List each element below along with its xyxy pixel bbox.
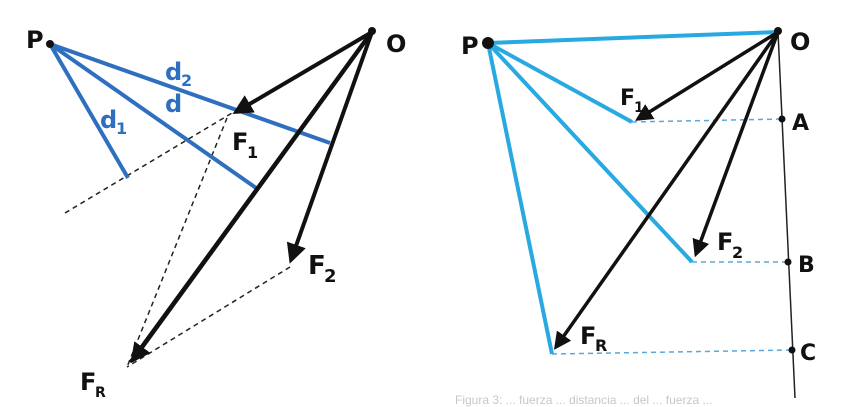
right-point-c-dot: [788, 346, 796, 354]
right-point-o-dot: [774, 27, 782, 35]
right-line-p-to-f2-tip: [486, 41, 694, 264]
right-label-f2: F: [717, 228, 733, 256]
left-label-f2-sub: 2: [324, 266, 337, 287]
right-vertical-axis: [777, 31, 796, 399]
left-label-o: O: [386, 30, 406, 58]
left-line-p-to-d2: [49, 42, 331, 145]
right-label-o: O: [790, 28, 810, 56]
left-label-f1: F: [232, 128, 248, 156]
right-label-b: B: [798, 253, 815, 278]
right-label-a: A: [792, 111, 809, 136]
right-point-a-dot: [778, 115, 786, 123]
right-point-p-dot: [482, 37, 494, 49]
left-force-vector-f2: [286, 31, 374, 264]
right-label-f1-sub: 1: [634, 100, 644, 116]
left-label-p: P: [26, 26, 44, 54]
right-point-b-dot: [784, 258, 792, 266]
right-label-p: P: [461, 32, 479, 60]
right-label-f1: F: [620, 86, 635, 111]
left-label-d2-sub: 2: [181, 71, 192, 90]
left-label-f1-sub: 1: [247, 143, 258, 162]
right-dashed-projection-a: [631, 118, 784, 123]
right-label-f2-sub: 2: [732, 243, 743, 262]
left-label-f2: F: [308, 251, 326, 281]
right-line-p-to-f1-tip: [487, 41, 633, 124]
left-label-fr: F: [80, 368, 96, 396]
right-force-vector-fr: [553, 30, 780, 350]
left-label-d1: d: [100, 106, 117, 134]
left-force-vector-f1: [232, 30, 374, 115]
right-force-vector-f1: [635, 30, 779, 121]
left-force-vector-fr-outer: [128, 35, 370, 363]
right-diagram: P O F 1 F 2 F R A B C: [461, 27, 816, 399]
figure-caption: Figura 3: ... fuerza ... distancia ... d…: [455, 393, 712, 407]
left-point-p-dot: [46, 40, 54, 48]
right-dashed-projection-c: [551, 349, 793, 355]
left-line-p-to-d1: [48, 42, 130, 180]
right-label-fr-sub: R: [595, 336, 607, 355]
left-dashed-parallelogram-side-2: [126, 266, 291, 368]
right-label-c: C: [800, 341, 816, 366]
left-diagram: P O F 1 F 2 F R d 2 d d 1: [26, 26, 406, 401]
right-line-p-to-o: [487, 30, 779, 45]
left-line-p-to-d: [48, 42, 261, 192]
right-line-p-to-fr-tip: [486, 42, 554, 355]
left-label-d2: d: [165, 58, 182, 86]
left-label-fr-sub: R: [95, 385, 106, 401]
left-dashed-line-of-action: [64, 112, 233, 214]
left-point-o-dot: [368, 27, 376, 35]
right-label-fr: F: [580, 322, 596, 350]
right-force-vector-f2: [692, 31, 780, 258]
left-label-d: d: [165, 90, 182, 118]
left-label-d1-sub: 1: [116, 119, 127, 138]
